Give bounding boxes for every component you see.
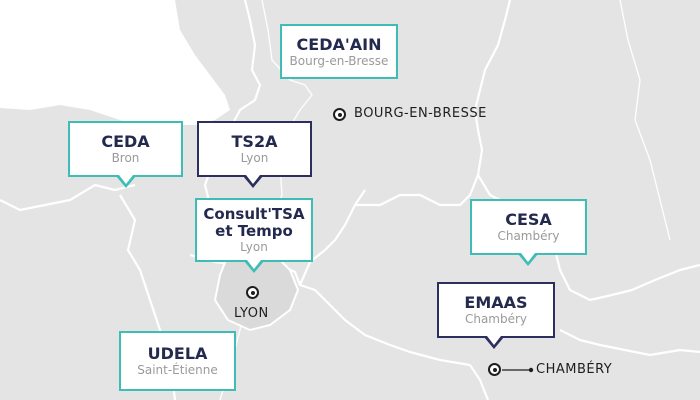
callout-name: TS2A xyxy=(231,132,278,151)
callout-city: Bourg-en-Bresse xyxy=(289,53,389,68)
callout-city: Lyon xyxy=(240,151,269,165)
city-marker-icon xyxy=(246,286,259,299)
callout-emaas[interactable]: EMAAS Chambéry xyxy=(437,282,555,338)
callout-ceda[interactable]: CEDA Bron xyxy=(68,121,183,177)
city-label-lyon: LYON xyxy=(234,306,269,321)
callout-city: Chambéry xyxy=(497,229,560,243)
callout-consult-tsa[interactable]: Consult'TSA et Tempo Lyon xyxy=(195,198,313,262)
city-label-chambery: CHAMBÉRY xyxy=(536,362,613,377)
callout-ts2a[interactable]: TS2A Lyon xyxy=(197,121,312,177)
callout-name: CEDA xyxy=(101,132,150,151)
callout-city: Bron xyxy=(111,151,140,165)
city-marker-icon xyxy=(333,108,346,121)
callout-name-line1: Consult'TSA xyxy=(203,204,305,223)
callout-city: Chambéry xyxy=(464,312,528,326)
callout-name-line2: et Tempo xyxy=(215,221,293,240)
callout-name: CEDA'AIN xyxy=(296,34,382,54)
callout-udela[interactable]: UDELA Saint-Étienne xyxy=(119,331,236,391)
city-connector xyxy=(502,367,534,373)
callout-name: UDELA xyxy=(147,344,208,363)
callout-cesa[interactable]: CESA Chambéry xyxy=(470,199,587,255)
callout-name: EMAAS xyxy=(464,293,528,312)
city-label-bourg-en-bresse: BOURG-EN-BRESSE xyxy=(354,106,487,121)
callout-city: Lyon xyxy=(240,239,268,254)
callout-city: Saint-Étienne xyxy=(137,363,218,377)
map-outside-area xyxy=(0,0,230,130)
callout-name: CESA xyxy=(505,210,552,229)
callout-ceda-ain[interactable]: CEDA'AIN Bourg-en-Bresse xyxy=(280,24,398,79)
city-marker-icon xyxy=(488,363,501,376)
